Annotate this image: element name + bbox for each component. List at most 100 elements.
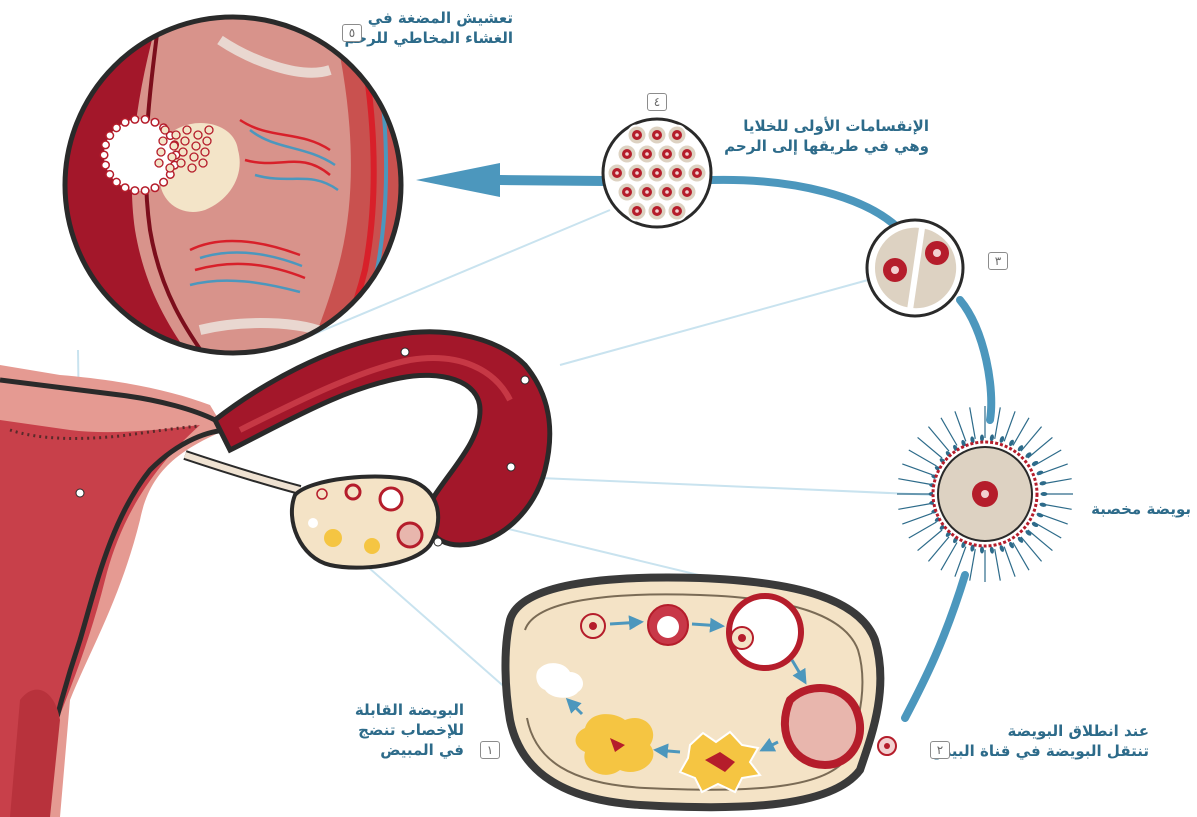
sperm-cell: [980, 547, 985, 583]
inner-cell: [190, 153, 198, 161]
fertilized-egg: [897, 406, 1073, 582]
sperm-cell: [999, 545, 1015, 577]
inner-cell: [177, 159, 185, 167]
sperm-cell: [941, 418, 959, 452]
step-2-line-2: تنتقل البويضة في قناة البيض: [931, 741, 1149, 761]
inner-cell: [181, 137, 189, 145]
inner-cell: [203, 137, 211, 145]
blastocyst-cell: [121, 184, 129, 192]
sperm-cell: [1031, 521, 1061, 538]
inner-cell: [192, 142, 200, 150]
step-2-number: ٢: [930, 741, 950, 759]
blastocyst-cell: [151, 118, 159, 126]
step-5-line-2: الغشاء المخاطي للرحم: [345, 28, 514, 48]
sperm-cell: [1039, 479, 1071, 486]
step-4-label: الإنقسامات الأولى للخلايا وهي في طريقها …: [724, 116, 929, 156]
inner-cell: [159, 137, 167, 145]
inner-cell: [166, 164, 174, 172]
sperm-cell: [1031, 450, 1061, 467]
sperm-cell: [918, 523, 947, 550]
morula-cell: [628, 202, 647, 221]
sperm-cell: [989, 546, 1000, 580]
sperm-cell: [898, 500, 936, 509]
morula-cell: [628, 164, 647, 183]
morula-cell: [658, 145, 677, 164]
inner-cell: [172, 131, 180, 139]
step-2-label: عند انطلاق البويضة تنتقل البويضة في قناة…: [931, 721, 1149, 761]
blastocyst-cell: [131, 116, 139, 124]
blastocyst-cell: [113, 124, 121, 132]
inner-cell: [155, 159, 163, 167]
step-3-number: ٣: [988, 252, 1008, 270]
sperm-cell: [1036, 464, 1068, 476]
fertilized-egg-label: بويضة مخصبة: [1091, 499, 1191, 519]
inner-cell: [179, 148, 187, 156]
step-5-line-1: تعشيش المضغة في: [345, 8, 514, 28]
sperm-cell: [1041, 492, 1074, 496]
morula-cell: [618, 145, 637, 164]
blastocyst-cell: [102, 141, 110, 149]
sperm-cell: [1024, 529, 1052, 550]
blastocyst-cell: [113, 178, 121, 186]
sperm-cell: [1017, 427, 1042, 453]
step-5-number: ٥: [342, 24, 362, 42]
sperm-cell: [941, 536, 959, 570]
blastocyst-cell: [106, 132, 114, 140]
sperm-cell: [970, 544, 976, 580]
morula-cell: [628, 126, 647, 145]
ovary-detail: [505, 577, 896, 807]
step-1-line-3: في المبيض: [355, 740, 464, 760]
uterus: [0, 365, 230, 817]
inner-cell: [168, 153, 176, 161]
sperm-cell: [902, 508, 938, 524]
morula-cell: [648, 126, 667, 145]
inner-cell: [199, 159, 207, 167]
inner-cell: [170, 142, 178, 150]
sperm-cell: [1039, 502, 1071, 509]
blastocyst-cell: [100, 151, 108, 159]
sperm-cell: [1024, 437, 1052, 458]
sperm-cell: [955, 411, 967, 447]
morula-cell: [648, 202, 667, 221]
step-4-number: ٤: [647, 93, 667, 111]
step-4-line-2: وهي في طريقها إلى الرحم: [724, 136, 929, 156]
morula-cell: [638, 145, 657, 164]
inner-cell: [157, 148, 165, 156]
morula-cell: [678, 145, 697, 164]
inner-cell: [161, 126, 169, 134]
step-2-line-1: عند انطلاق البويضة: [931, 721, 1149, 741]
blastocyst-cell: [131, 187, 139, 195]
two-cell-embryo: [867, 220, 963, 316]
morula-cell: [648, 164, 667, 183]
inner-cell: [183, 126, 191, 134]
step-1-line-1: البويضة القابلة: [355, 700, 464, 720]
sperm-cell: [898, 479, 936, 488]
blastocyst-cell: [151, 184, 159, 192]
morula: [603, 119, 711, 227]
morula-cell: [618, 183, 637, 202]
fertilized-egg-text: بويضة مخصبة: [1091, 499, 1191, 519]
morula-cell: [658, 183, 677, 202]
morula-cell: [668, 202, 687, 221]
inner-cell: [205, 126, 213, 134]
blastocyst-cell: [106, 171, 114, 179]
step-5-label: تعشيش المضغة في الغشاء المخاطي للرحم: [345, 8, 514, 48]
sperm-cell: [1017, 536, 1042, 562]
morula-cell: [668, 126, 687, 145]
step-4-line-1: الإنقسامات الأولى للخلايا: [724, 116, 929, 136]
blastocyst-cell: [102, 161, 110, 169]
morula-cell: [638, 183, 657, 202]
blastocyst-cell: [121, 118, 129, 126]
blastocyst-cell: [160, 178, 168, 186]
sperm-cell: [902, 464, 938, 480]
implantation-magnifier: [60, 10, 420, 370]
sperm-cell: [970, 407, 976, 443]
step-1-label: البويضة القابلة للإخصاب تنضج في المبيض: [355, 700, 464, 760]
blastocyst-cell: [141, 116, 149, 124]
sperm-cell: [897, 492, 936, 496]
step-1-number: ١: [480, 741, 500, 759]
sperm-cell: [918, 437, 947, 464]
step-1-line-2: للإخصاب تنضج: [355, 720, 464, 740]
small-ovary: [292, 476, 438, 567]
